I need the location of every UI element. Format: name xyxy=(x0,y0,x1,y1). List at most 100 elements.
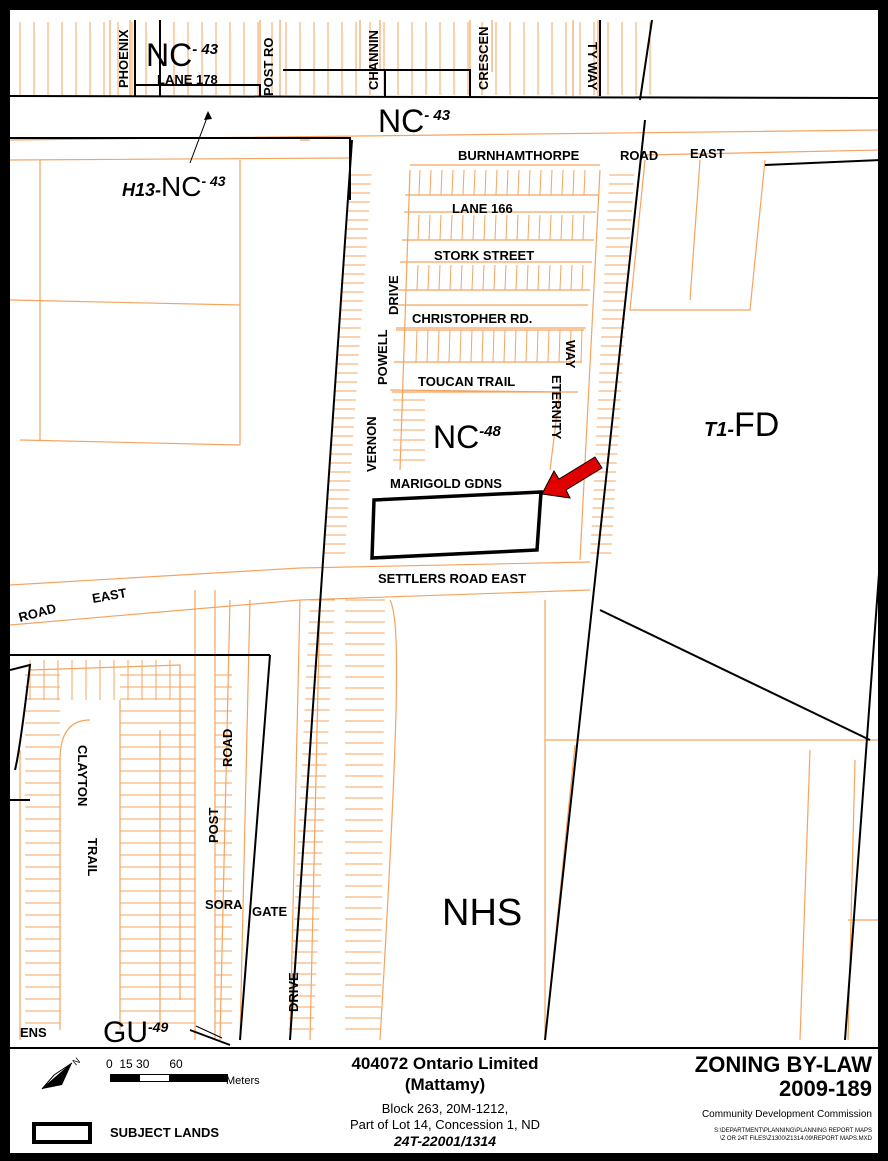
zone-nc43-b: NC- 43 xyxy=(378,103,451,139)
zone-boundaries xyxy=(10,19,878,1046)
zone-nhs: NHS xyxy=(442,892,522,934)
lot-line xyxy=(415,329,418,363)
zone-h13: H13-NC- 43 xyxy=(122,171,226,202)
lot-line xyxy=(583,169,586,196)
lot-lines xyxy=(10,20,878,1041)
road-eternity: ETERNITY xyxy=(549,375,564,440)
road-trail: TRAIL xyxy=(85,838,100,876)
road-toucan: TOUCAN TRAIL xyxy=(418,374,515,389)
lot-line xyxy=(581,264,584,291)
north-arrow-icon: N xyxy=(41,1056,82,1090)
zoning-bylaw-title: ZONING BY-LAW 2009-189 xyxy=(610,1053,872,1101)
lot-line xyxy=(537,264,540,291)
lot-line xyxy=(547,329,550,363)
lot-line xyxy=(528,169,531,196)
lot-line xyxy=(427,264,430,291)
legend-panel: N 0 15 30 60 Meters SUBJECT LANDS 404072… xyxy=(10,1047,878,1153)
lot-line xyxy=(462,169,465,196)
zb-line-2: 2009-189 xyxy=(779,1076,872,1101)
lot-line xyxy=(504,264,507,291)
road-stork: STORK STREET xyxy=(434,248,534,263)
road-labels: PHOENIX LANE 178 POST RO CHANNIN CRESCEN… xyxy=(17,26,725,1040)
desc-line-2: Part of Lot 14, Concession 1, ND xyxy=(349,1117,541,1132)
scale-unit: Meters xyxy=(226,1075,260,1087)
lot-line xyxy=(470,329,473,363)
road-sora: SORA xyxy=(205,897,243,912)
lot-line xyxy=(515,264,518,291)
lot-line xyxy=(503,329,506,363)
svg-text:N: N xyxy=(71,1056,82,1068)
lot-line xyxy=(580,329,583,363)
lot-line xyxy=(558,329,561,363)
subject-lands-outline xyxy=(370,490,543,560)
lot-line xyxy=(440,169,443,196)
subject-lands-label: SUBJECT LANDS xyxy=(110,1125,220,1140)
company-line-1: 404072 Ontario Limited xyxy=(351,1054,539,1073)
lot-line xyxy=(483,214,486,241)
lot-line xyxy=(505,214,508,241)
file-path: S:\DEPARTMENT\PLANNING\PLANNING REPORT M… xyxy=(610,1127,872,1143)
lot-line xyxy=(516,214,519,241)
lot-line xyxy=(439,214,442,241)
lot-line xyxy=(459,329,462,363)
lot-line xyxy=(484,169,487,196)
applicant-name: 404072 Ontario Limited (Mattamy) xyxy=(290,1053,600,1095)
zone-gu49: GU-49 xyxy=(103,1016,168,1049)
desc-line-1: Block 263, 20M-1212, xyxy=(381,1101,509,1116)
road-drive-bottom: DRIVE xyxy=(286,972,301,1012)
lot-line xyxy=(472,214,475,241)
lot-line xyxy=(482,264,485,291)
road-post: POST xyxy=(206,808,221,843)
lot-line xyxy=(437,329,440,363)
zone-labels: NC- 43 NC- 43 H13-NC- 43 NC-48 T1-FD NHS… xyxy=(103,37,779,1049)
lot-line xyxy=(416,264,419,291)
lot-line xyxy=(493,264,496,291)
lot-line xyxy=(514,329,517,363)
lot-line xyxy=(494,214,497,241)
lot-line xyxy=(536,329,539,363)
company-line-2: (Mattamy) xyxy=(404,1075,486,1094)
road-burnhamthorpe: BURNHAMTHORPE xyxy=(458,148,580,163)
lot-line xyxy=(527,214,530,241)
road-road-east-top: ROAD xyxy=(620,148,658,163)
lot-line xyxy=(559,264,562,291)
file-number: 24T-22001/1314 xyxy=(394,1133,496,1149)
lot-line xyxy=(517,169,520,196)
lot-line xyxy=(548,264,551,291)
road-lane-166: LANE 166 xyxy=(452,201,513,216)
road-east-left: EAST xyxy=(91,585,128,606)
subject-arrow xyxy=(541,456,603,499)
lot-line xyxy=(550,169,553,196)
lot-line xyxy=(417,214,420,241)
lot-line xyxy=(418,169,421,196)
scale-bar xyxy=(110,1074,228,1082)
lot-line xyxy=(526,264,529,291)
scale-bar-group: 0 15 30 60 Meters xyxy=(106,1057,260,1097)
commission-name: Community Development Commission xyxy=(701,1109,872,1120)
h13-leader-line xyxy=(189,114,209,164)
lot-line xyxy=(560,214,563,241)
lot-line xyxy=(451,169,454,196)
gu49-leader-line xyxy=(195,1025,223,1039)
lot-line xyxy=(582,214,585,241)
road-drive-v: DRIVE xyxy=(386,275,401,315)
zone-nc43-a: NC- 43 xyxy=(146,37,219,73)
lot-line xyxy=(471,264,474,291)
road-lane-178: LANE 178 xyxy=(157,72,218,87)
road-gate: GATE xyxy=(252,904,287,919)
lot-line xyxy=(549,214,552,241)
road-settlers: SETTLERS ROAD EAST xyxy=(378,571,526,586)
zb-line-1: ZONING BY-LAW xyxy=(694,1052,872,1077)
lot-line xyxy=(495,169,498,196)
lot-ticks xyxy=(19,22,651,1030)
road-clayton: CLAYTON xyxy=(75,745,90,806)
scale-tick-labels: 0 15 30 60 xyxy=(106,1057,183,1071)
lot-line xyxy=(438,264,441,291)
path-line-2: \Z OR 24T FILES\Z1300\Z1314.09\REPORT MA… xyxy=(719,1136,872,1142)
zone-t1fd: T1-FD xyxy=(704,406,779,444)
lot-line xyxy=(561,169,564,196)
road-ty: TY xyxy=(585,42,600,59)
path-line-1: S:\DEPARTMENT\PLANNING\PLANNING REPORT M… xyxy=(714,1128,872,1134)
road-christopher: CHRISTOPHER RD. xyxy=(412,311,532,326)
